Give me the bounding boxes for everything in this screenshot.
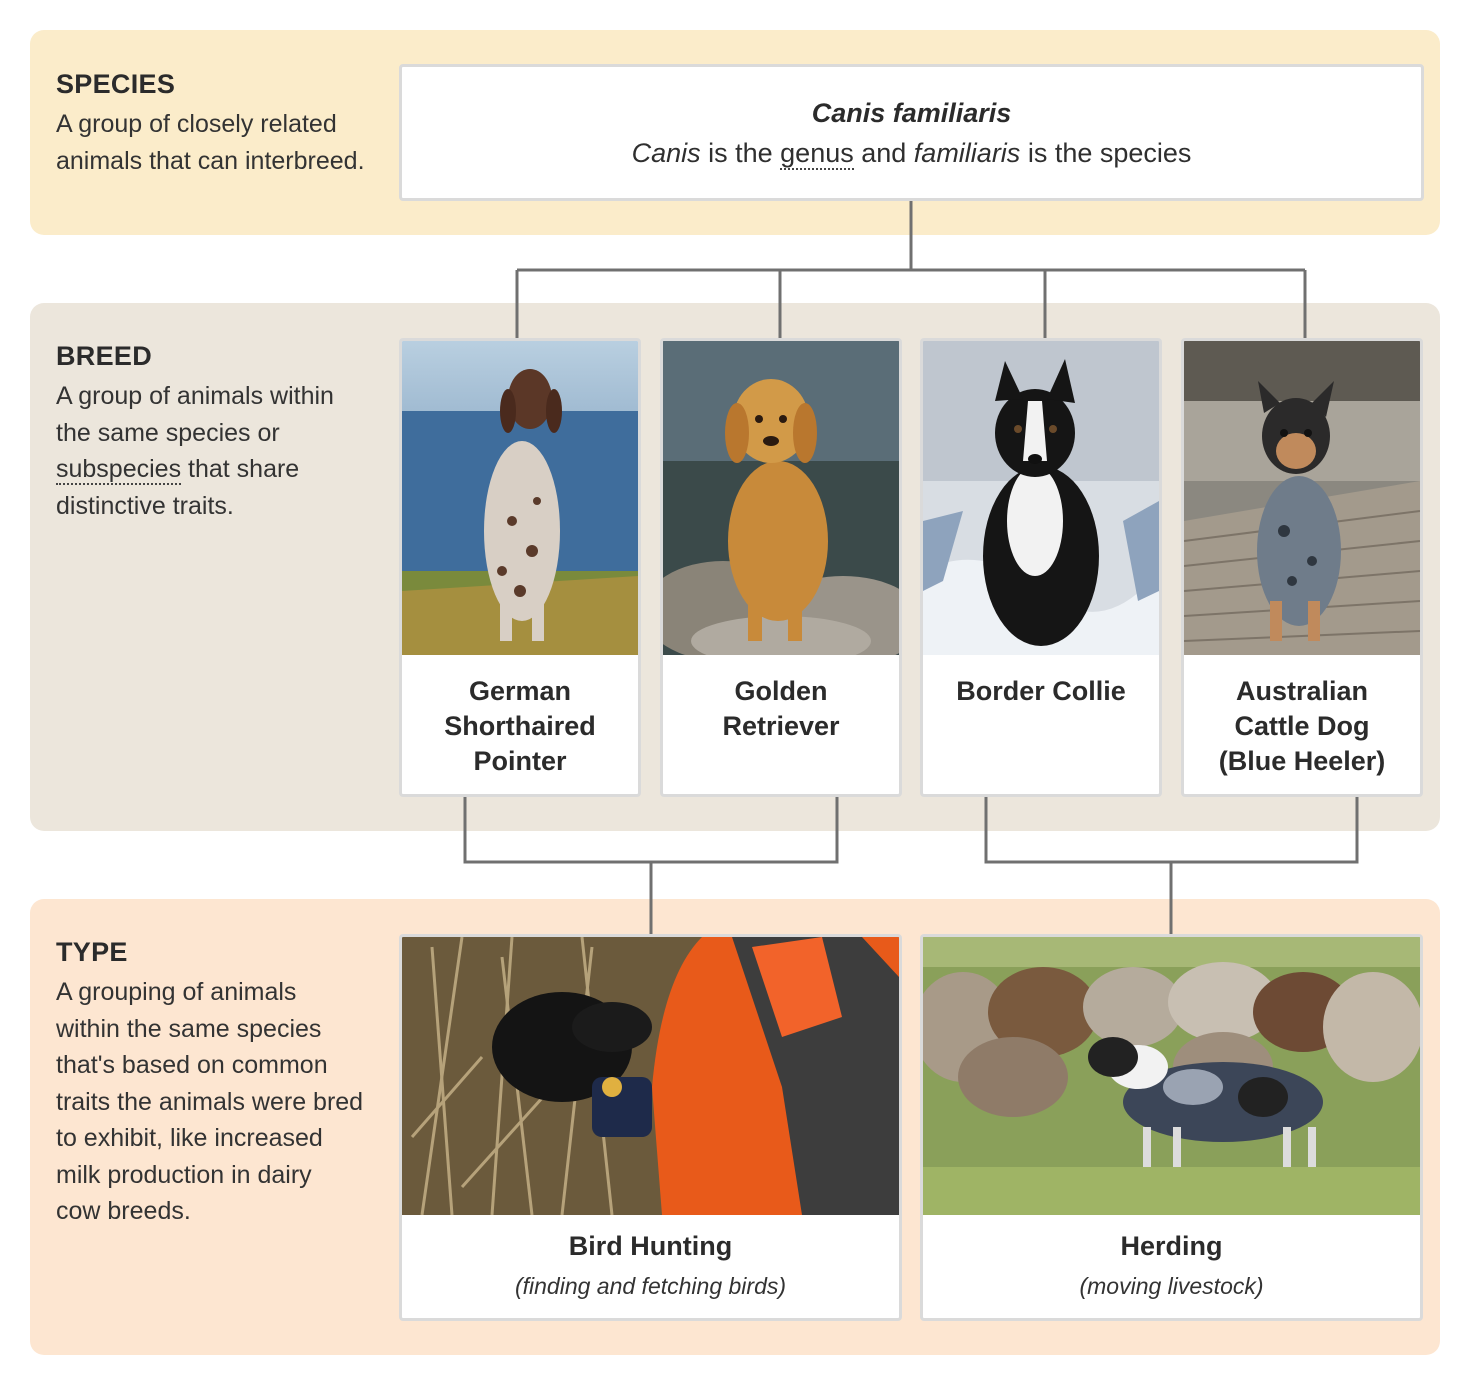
border-collie-photo [923,341,1159,655]
subspecies-glossary-link[interactable]: subspecies [56,455,182,485]
species-word: familiaris [913,138,1021,168]
genus-word: Canis [631,138,701,168]
type-card-herding: Herding (moving livestock) [920,934,1423,1321]
breed-name: German Shorthaired Pointer [444,676,596,776]
species-card: Canis familiaris Canis is the genus and … [399,64,1424,201]
breed-description: A group of animals within the same speci… [56,378,386,524]
species-description: A group of closely related animals that … [56,106,386,179]
type-label: TYPE A grouping of animals within the sa… [56,937,386,1230]
pointer-dog-photo [402,341,638,655]
type-description: A grouping of animals within the same sp… [56,974,386,1230]
explanation-text: is the species [1020,138,1192,168]
breed-desc-line: the same species or [56,418,280,447]
breed-desc-text: that share [181,455,300,483]
golden-retriever-photo [663,341,899,655]
type-subtitle: (finding and fetching birds) [514,1273,787,1299]
type-desc-line: to exhibit, like increased [56,1124,323,1152]
species-title: SPECIES [56,69,176,99]
breed-card-australian-cattle-dog: Australian Cattle Dog (Blue Heeler) [1181,338,1423,797]
type-desc-line: within the same species [56,1014,322,1043]
herding-bracket [984,797,1359,864]
species-desc-line: animals that can interbreed. [56,146,365,175]
type-title: TYPE [56,937,128,967]
breed-label: BREED A group of animals within the same… [56,341,386,524]
breed-name: Golden Retriever [722,676,840,741]
explanation-text: is the [700,138,781,168]
species-desc-line: A group of closely related [56,110,337,138]
species-scientific-name: Canis familiaris [811,98,1012,128]
type-name: Herding [1120,1231,1223,1261]
explanation-text: and [853,138,914,168]
breed-card-golden-retriever: Golden Retriever [660,338,902,797]
type-name: Bird Hunting [568,1231,733,1261]
breed-name: Border Collie [956,676,1126,706]
breed-desc-line: A group of animals within [56,382,334,410]
type-desc-line: that's based on common [56,1051,328,1079]
genus-glossary-link[interactable]: genus [780,138,854,170]
type-desc-line: A grouping of animals [56,978,297,1006]
type-desc-line: milk production in dairy [56,1160,312,1189]
species-explanation: Canis is the genus and familiaris is the… [402,138,1421,170]
breed-card-border-collie: Border Collie [920,338,1162,797]
breed-name: Australian Cattle Dog (Blue Heeler) [1218,676,1386,776]
species-label: SPECIES A group of closely related anima… [56,69,386,179]
breed-title: BREED [56,341,153,371]
hunting-bracket [463,797,839,864]
type-desc-line: cow breeds. [56,1197,191,1225]
bird-hunting-photo [402,937,899,1215]
breed-desc-line: subspecies that share [56,451,386,488]
type-subtitle: (moving livestock) [1079,1273,1264,1299]
type-desc-line: traits the animals were bred [56,1087,364,1116]
type-card-bird-hunting: Bird Hunting (finding and fetching birds… [399,934,902,1321]
herding-photo [923,937,1420,1215]
cattle-dog-photo [1184,341,1420,655]
breed-card-german-shorthaired-pointer: German Shorthaired Pointer [399,338,641,797]
breed-desc-line: distinctive traits. [56,491,234,520]
